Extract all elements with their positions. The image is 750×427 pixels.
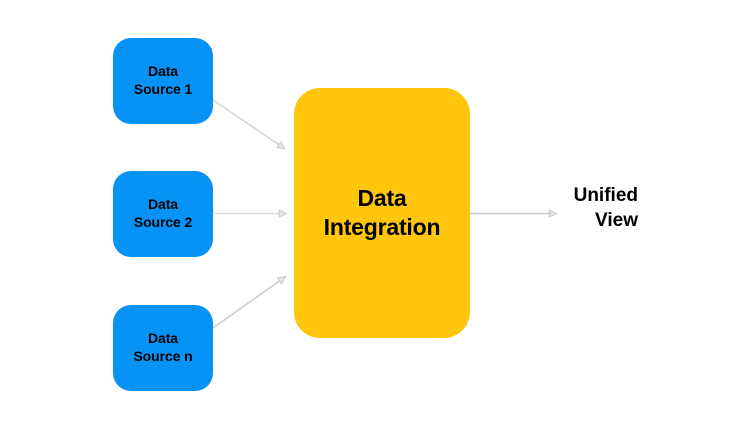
node-data-source-n[interactable]: Data Source n <box>113 305 213 391</box>
edge-source-1-to-integration <box>212 99 285 149</box>
node-data-source-1[interactable]: Data Source 1 <box>113 38 213 124</box>
node-data-integration[interactable]: Data Integration <box>294 88 470 338</box>
node-unified-view-label: Unified View <box>573 185 638 231</box>
edge-source-n-to-integration <box>212 277 285 329</box>
node-data-source-2[interactable]: Data Source 2 <box>113 171 213 257</box>
